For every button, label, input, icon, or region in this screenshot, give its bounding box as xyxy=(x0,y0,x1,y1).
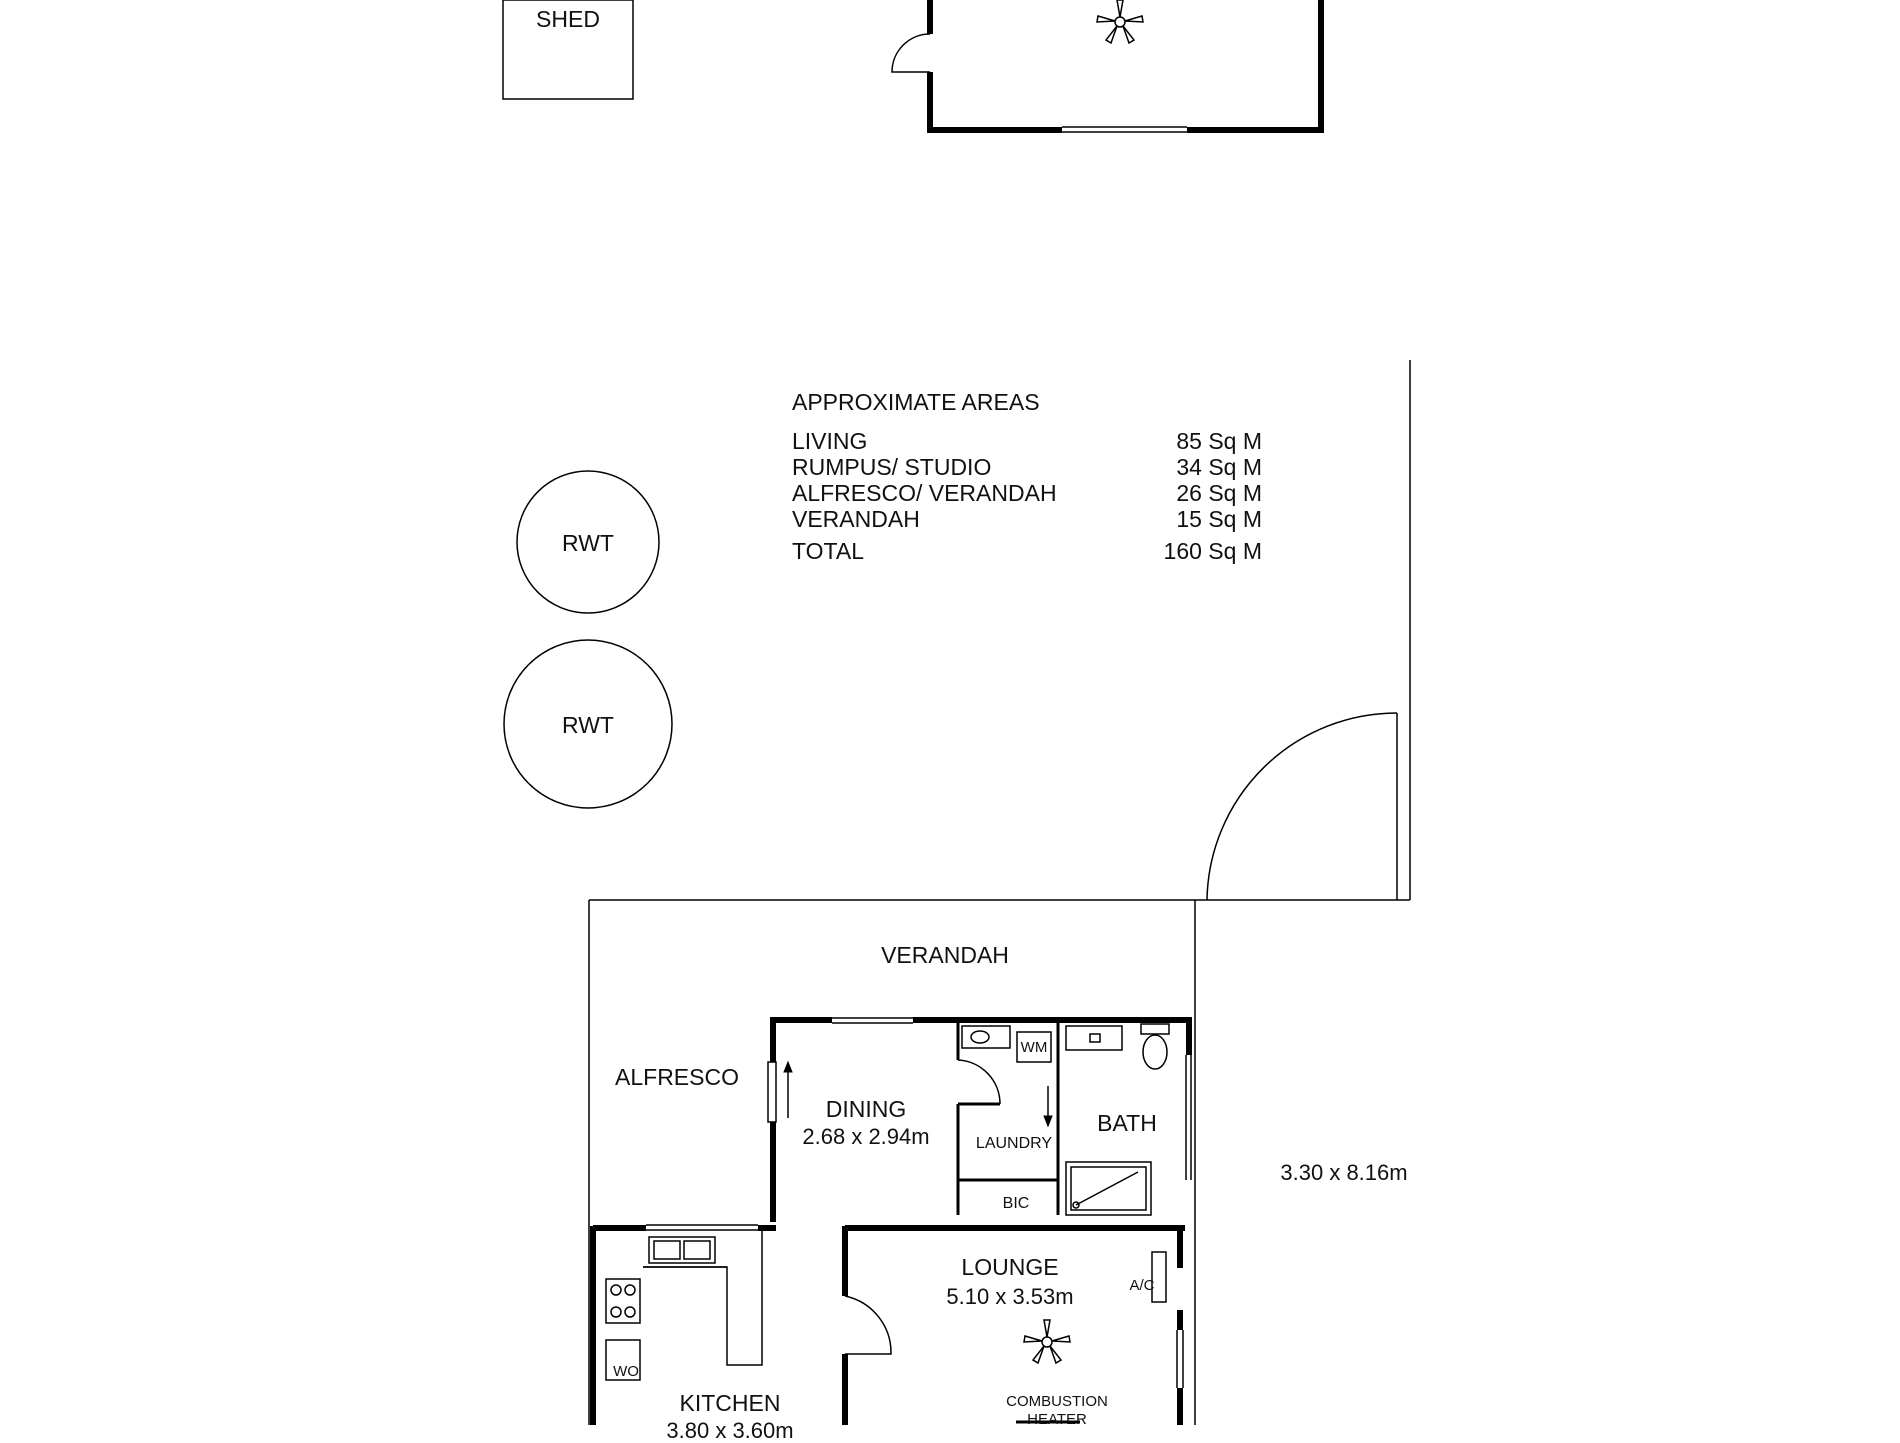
dining-dimensions: 2.68 x 2.94m xyxy=(802,1124,930,1149)
lounge-label: LOUNGE xyxy=(961,1254,1059,1280)
verandah-label: VERANDAH xyxy=(881,942,1009,968)
rwt-label-1: RWT xyxy=(562,530,614,556)
shed-outline xyxy=(502,0,634,100)
areas-heading: APPROXIMATE AREAS xyxy=(792,389,1040,415)
ceiling-fan-lounge xyxy=(1023,1319,1071,1365)
shed-label: SHED xyxy=(536,6,600,32)
kitchen-label: KITCHEN xyxy=(679,1390,781,1416)
toilet-bowl xyxy=(1142,1034,1168,1070)
washing-machine xyxy=(1016,1031,1052,1063)
wall-oven xyxy=(605,1339,641,1381)
wo-label: WO xyxy=(613,1363,639,1380)
rwt-circle-2 xyxy=(503,639,673,809)
internal-walls xyxy=(956,1020,1060,1215)
shower xyxy=(1065,1161,1152,1216)
cooktop xyxy=(605,1278,641,1324)
kitchen-sink xyxy=(648,1236,716,1264)
laundry-label: LAUNDRY xyxy=(975,1135,1053,1152)
rumpus-dimensions: 3.30 x 8.16m xyxy=(1280,1160,1408,1185)
rwt-label-2: RWT xyxy=(562,712,614,738)
house-walls xyxy=(590,1017,1192,1425)
gate-swing xyxy=(1206,712,1398,901)
lounge-dimensions: 5.10 x 3.53m xyxy=(946,1284,1074,1309)
toilet-cistern xyxy=(1140,1023,1170,1035)
laundry-trough xyxy=(961,1025,1011,1049)
bic-label: BIC xyxy=(1002,1195,1030,1212)
kitchen-dimensions: 3.80 x 3.60m xyxy=(666,1418,794,1443)
rwt-circle-1 xyxy=(516,470,660,614)
verandah-outline xyxy=(588,899,1410,1425)
dining-slider xyxy=(767,1061,777,1123)
outbuilding-door xyxy=(891,33,931,73)
bath-label: BATH xyxy=(1097,1110,1157,1136)
combustion-heater-label: COMBUSTION HEATER xyxy=(1006,1393,1108,1428)
ac-label: A/C xyxy=(1129,1277,1155,1294)
outbuilding-walls xyxy=(927,0,1324,133)
ac-unit xyxy=(1151,1251,1167,1303)
laundry-door xyxy=(957,1059,1001,1105)
outbuilding-window xyxy=(1062,126,1187,133)
wm-label: WM xyxy=(1020,1039,1048,1056)
ceiling-fan-top xyxy=(1096,0,1144,45)
windows xyxy=(646,1017,1192,1388)
bath-vanity xyxy=(1065,1025,1123,1051)
dining-label: DINING xyxy=(825,1096,907,1122)
lounge-door xyxy=(844,1295,892,1355)
alfresco-label: ALFRESCO xyxy=(615,1064,739,1090)
